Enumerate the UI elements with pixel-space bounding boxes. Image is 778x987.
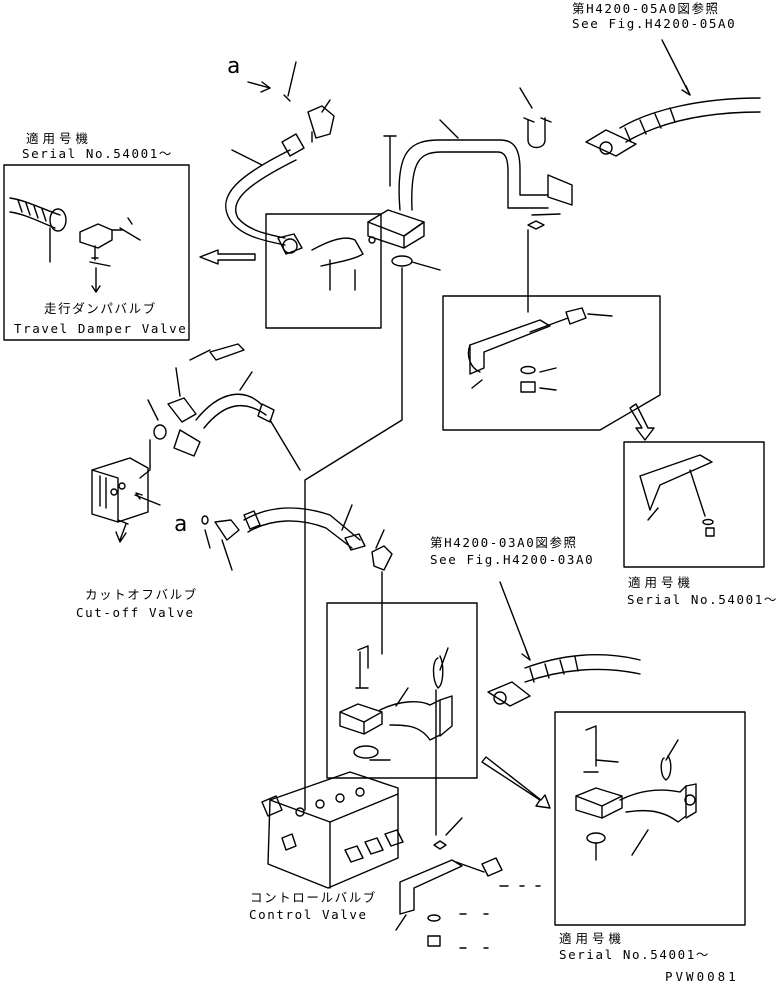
bracket-top bbox=[467, 213, 613, 393]
bracket-lower bbox=[395, 817, 541, 949]
o-ring-upper bbox=[391, 255, 413, 267]
damper-detail bbox=[9, 197, 141, 293]
serial-bottom-jp: 適用号機 bbox=[559, 931, 626, 946]
arrow-to-serial-right bbox=[629, 403, 655, 441]
frame-serial-right bbox=[623, 441, 765, 568]
cutoff-valve-en: Cut-off Valve bbox=[76, 605, 195, 620]
control-valve-en: Control Valve bbox=[249, 907, 368, 922]
ref-top-en: See Fig.H4200-05A0 bbox=[572, 16, 737, 31]
frame-center-upper bbox=[265, 213, 382, 329]
hose-left-upper bbox=[224, 133, 305, 255]
serial-bottom-detail bbox=[575, 725, 697, 861]
control-valve-jp: コントロールバルブ bbox=[250, 890, 377, 905]
hose-top-right bbox=[585, 39, 761, 157]
marker-a-mid: a bbox=[174, 512, 188, 537]
elbow-top bbox=[307, 105, 335, 143]
cutoff-valve-jp: カットオフバルブ bbox=[85, 587, 198, 602]
ref-mid-en: See Fig.H4200-03A0 bbox=[430, 552, 595, 567]
drawing-code: PVW0081 bbox=[665, 969, 739, 984]
serial-left-en: Serial No.54001～ bbox=[22, 146, 173, 161]
frame-bracket-top bbox=[442, 295, 661, 431]
marker-a-top: a bbox=[227, 54, 241, 79]
frame-center-lower bbox=[326, 602, 478, 779]
hose-mid-right bbox=[487, 581, 641, 707]
serial-bottom-en: Serial No.54001～ bbox=[559, 947, 710, 962]
arrow-to-serial-bottom bbox=[481, 756, 551, 809]
center-lower-detail bbox=[339, 645, 453, 836]
travel-damper-en: Travel Damper Valve bbox=[14, 321, 188, 336]
hose-lower-middle bbox=[243, 504, 366, 551]
bracket-serial-right bbox=[639, 454, 715, 537]
arrow-to-damper-frame bbox=[199, 249, 256, 265]
travel-damper-jp: 走行ダンパバルブ bbox=[44, 301, 157, 316]
control-valve bbox=[261, 771, 404, 889]
serial-left-jp: 適用号機 bbox=[26, 131, 93, 146]
frame-travel-damper bbox=[3, 164, 190, 341]
cutoff-valve bbox=[91, 439, 161, 543]
frame-serial-bottom bbox=[554, 711, 746, 926]
serial-right-en: Serial No.54001～ bbox=[627, 592, 778, 607]
u-bolt-top bbox=[523, 117, 552, 149]
upper-tube bbox=[367, 119, 573, 249]
ref-top-jp: 第H4200-05A0図参照 bbox=[572, 1, 720, 16]
ref-mid-jp: 第H4200-03A0図参照 bbox=[430, 535, 578, 550]
serial-right-jp: 適用号機 bbox=[628, 575, 695, 590]
